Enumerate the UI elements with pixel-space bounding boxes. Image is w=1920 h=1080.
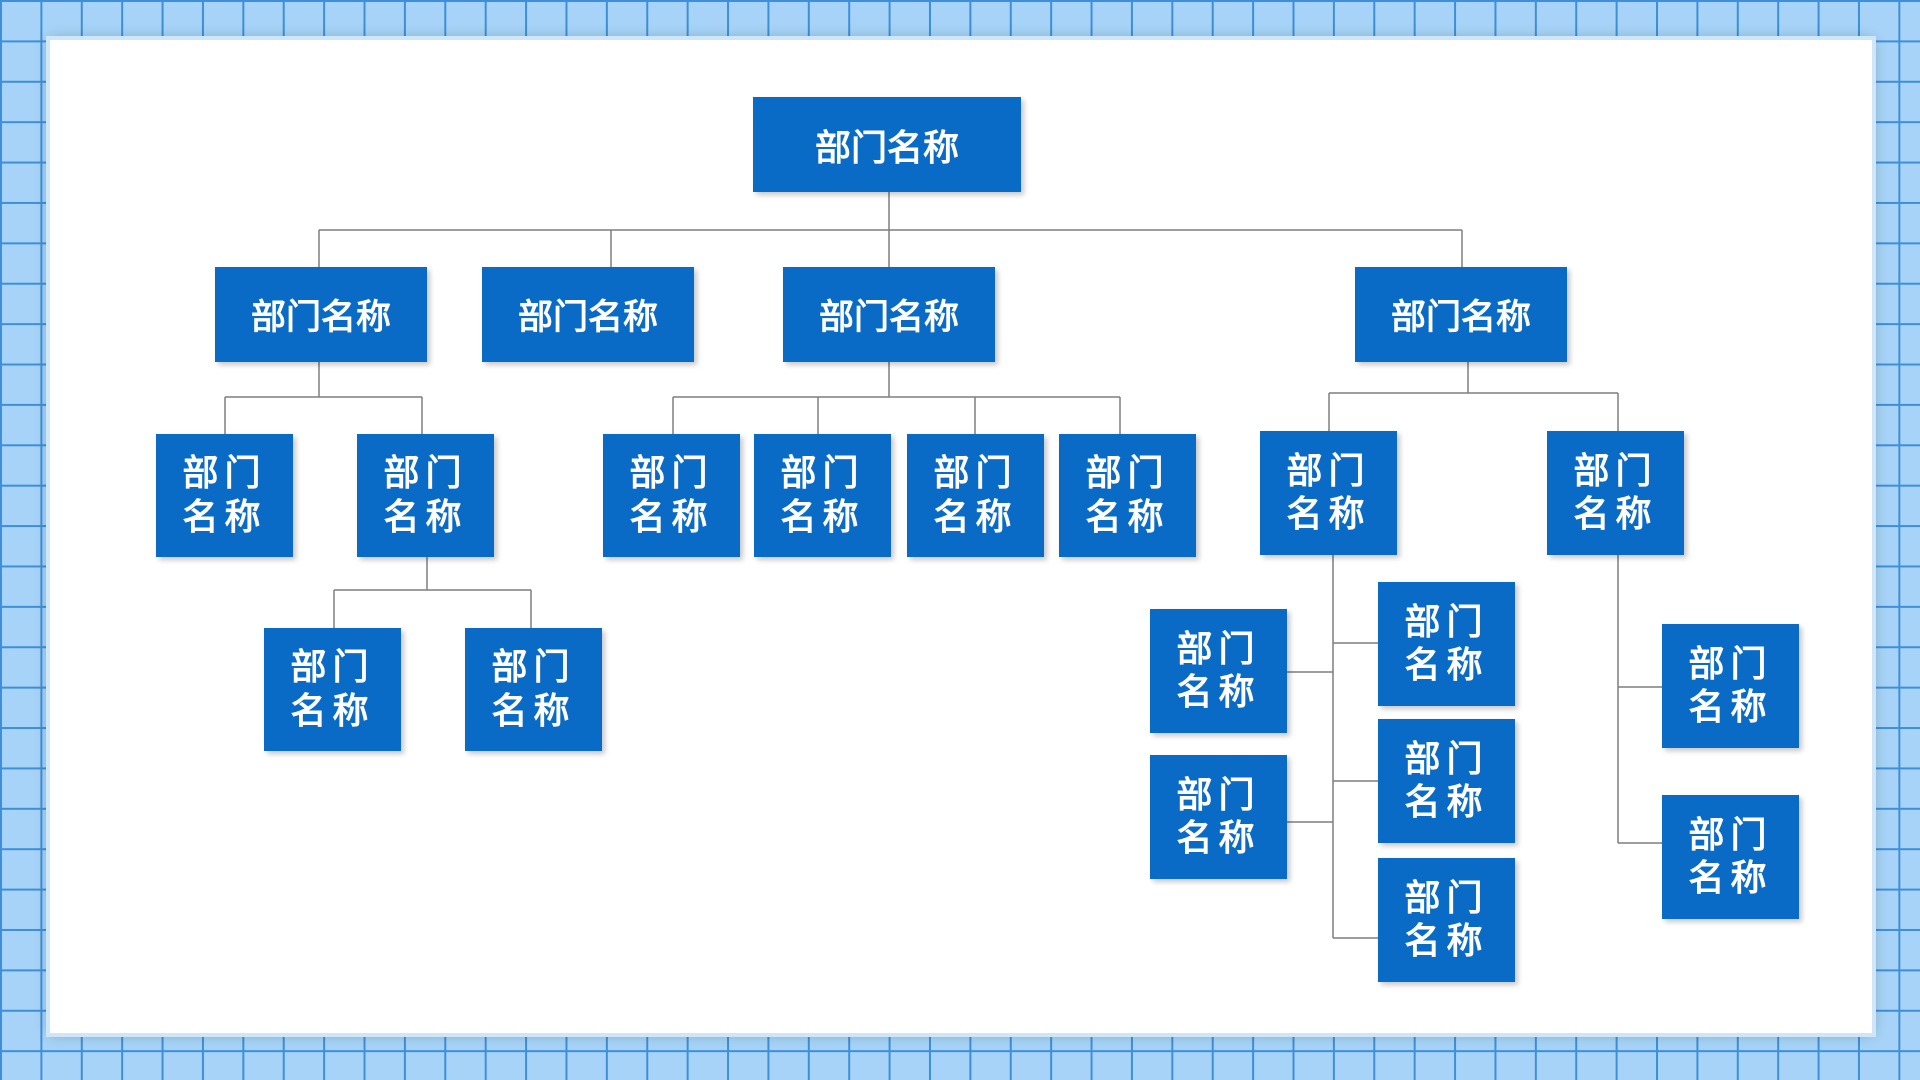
- dept-box-leaf: 部门 名称: [1378, 582, 1515, 706]
- dept-box-leaf: 部门 名称: [1547, 431, 1684, 555]
- dept-box-level2: 部门名称: [1355, 267, 1567, 362]
- dept-box-leaf: 部门 名称: [1150, 755, 1287, 879]
- dept-box-leaf: 部门 名称: [907, 434, 1044, 557]
- dept-box-level2: 部门名称: [783, 267, 995, 362]
- dept-box-leaf: 部门 名称: [264, 628, 401, 751]
- dept-box-leaf: 部门 名称: [1260, 431, 1397, 555]
- dept-box-leaf: 部门 名称: [1150, 609, 1287, 733]
- connector-lines: [224, 192, 1662, 939]
- dept-box-leaf: 部门 名称: [1378, 858, 1515, 982]
- dept-box-leaf: 部门 名称: [1662, 624, 1799, 748]
- dept-box-leaf: 部门 名称: [357, 434, 494, 557]
- dept-box-level2: 部门名称: [482, 267, 694, 362]
- dept-box-leaf: 部门 名称: [1059, 434, 1196, 557]
- dept-box-leaf: 部门 名称: [465, 628, 602, 751]
- dept-box-leaf: 部门 名称: [603, 434, 740, 557]
- dept-box-leaf: 部门 名称: [754, 434, 891, 557]
- dept-box-leaf: 部门 名称: [1662, 795, 1799, 919]
- dept-box-root: 部门名称: [753, 97, 1021, 192]
- dept-box-leaf: 部门 名称: [1378, 719, 1515, 843]
- slide-canvas: 部门名称 部门名称 部门名称 部门名称 部门名称 部门 名称 部门 名称 部门 …: [50, 40, 1872, 1033]
- dept-box-leaf: 部门 名称: [156, 434, 293, 557]
- dept-box-level2: 部门名称: [215, 267, 427, 362]
